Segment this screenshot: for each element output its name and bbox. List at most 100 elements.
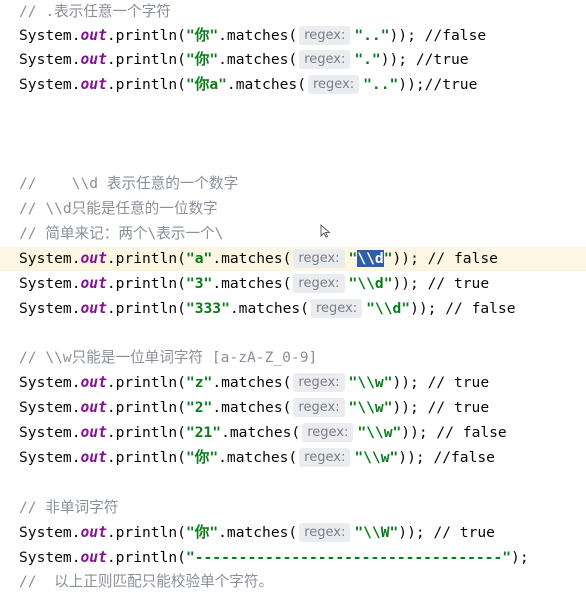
line-tail: )); // true <box>392 374 490 391</box>
code-line[interactable]: System.out.println("21".matches(regex:"\… <box>0 421 586 445</box>
selected-text[interactable]: \\d <box>357 250 384 267</box>
out-token: out <box>80 51 107 68</box>
system-token: System. <box>19 76 81 93</box>
regex-literal: "\\d" <box>348 275 393 292</box>
system-token: System. <box>19 399 81 416</box>
println-token: .println( <box>106 399 186 416</box>
line-tail: )); // false <box>401 424 507 441</box>
comment: // 简单来记：两个\表示一个\ <box>19 225 224 242</box>
line-tail: ); <box>511 549 529 566</box>
string-literal: "a" <box>185 250 213 267</box>
out-token: out <box>80 250 107 267</box>
code-line[interactable]: // 以上正则匹配只能校验单个字符。 <box>0 570 586 594</box>
parameter-hint: regex: <box>293 274 345 293</box>
code-line[interactable]: System.out.println("你".matches(regex:"."… <box>0 48 586 72</box>
code-line[interactable]: // 非单词字符 <box>0 496 586 520</box>
regex-literal: "\\W" <box>354 524 399 541</box>
system-token: System. <box>19 449 81 466</box>
code-line[interactable]: System.out.println("3".matches(regex:"\\… <box>0 272 586 296</box>
regex-literal: "\\w" <box>357 424 402 441</box>
matches-token: .matches( <box>229 300 309 317</box>
matches-token: .matches( <box>226 76 306 93</box>
line-tail: )); //true <box>380 51 469 68</box>
code-line[interactable]: // \\d 表示任意的一个数字 <box>0 172 586 196</box>
out-token: out <box>80 399 107 416</box>
matches-token: .matches( <box>212 374 292 391</box>
system-token: System. <box>19 374 81 391</box>
code-line-current[interactable]: System.out.println("a".matches(regex:"\\… <box>0 247 586 271</box>
string-literal: "z" <box>185 374 213 391</box>
println-token: .println( <box>106 76 186 93</box>
system-token: System. <box>19 250 81 267</box>
out-token: out <box>80 549 107 566</box>
parameter-hint: regex: <box>299 448 351 467</box>
line-tail: )); // true <box>398 524 495 541</box>
code-line[interactable]: // 简单来记：两个\表示一个\ <box>0 222 586 246</box>
mouse-pointer-icon <box>320 224 330 238</box>
code-line[interactable]: // .表示任意一个字符 <box>0 0 586 24</box>
parameter-hint: regex: <box>293 373 345 392</box>
parameter-hint: regex: <box>299 26 351 45</box>
line-tail: )); // true <box>392 399 490 416</box>
code-line[interactable]: // \\d只能是任意的一位数字 <box>0 197 586 221</box>
println-token: .println( <box>106 549 186 566</box>
parameter-hint: regex: <box>293 249 345 268</box>
out-token: out <box>80 275 107 292</box>
regex-literal: ".." <box>354 27 390 44</box>
line-tail: )); //false <box>389 27 487 44</box>
regex-literal: "\\w" <box>348 374 393 391</box>
println-token: .println( <box>106 27 186 44</box>
code-line[interactable]: System.out.println("你a".matches(regex:".… <box>0 73 586 97</box>
system-token: System. <box>19 549 81 566</box>
regex-literal: "\\d" <box>366 300 411 317</box>
string-literal: "21" <box>185 424 222 441</box>
line-tail: ));//true <box>398 76 478 93</box>
code-line[interactable]: System.out.println("你".matches(regex:"\\… <box>0 446 586 470</box>
code-line[interactable]: System.out.println("333".matches(regex:"… <box>0 297 586 321</box>
string-literal: "333" <box>185 300 230 317</box>
matches-token: .matches( <box>221 424 301 441</box>
matches-token: .matches( <box>218 27 298 44</box>
comment: // .表示任意一个字符 <box>19 3 171 20</box>
parameter-hint: regex: <box>310 299 363 318</box>
string-literal: "你a" <box>185 76 227 93</box>
println-token: .println( <box>106 275 186 292</box>
out-token: out <box>80 374 107 391</box>
println-token: .println( <box>106 374 186 391</box>
system-token: System. <box>19 51 81 68</box>
code-line[interactable]: System.out.println("--------------------… <box>0 546 586 570</box>
regex-literal: "." <box>354 51 381 68</box>
out-token: out <box>80 424 107 441</box>
matches-token: .matches( <box>218 449 298 466</box>
parameter-hint: regex: <box>299 50 351 69</box>
string-literal: "你" <box>185 51 219 68</box>
string-literal: "你" <box>185 27 219 44</box>
matches-token: .matches( <box>218 524 298 541</box>
string-literal: "3" <box>185 275 213 292</box>
println-token: .println( <box>106 449 186 466</box>
code-line[interactable]: System.out.println("你".matches(regex:"\\… <box>0 521 586 545</box>
println-token: .println( <box>106 51 186 68</box>
system-token: System. <box>19 300 81 317</box>
code-line[interactable]: System.out.println("2".matches(regex:"\\… <box>0 396 586 420</box>
string-literal: "你" <box>185 449 219 466</box>
println-token: .println( <box>106 250 186 267</box>
matches-token: .matches( <box>218 51 298 68</box>
regex-literal-close-quote: " <box>383 250 393 267</box>
comment: // \\w只能是一位单词字符 [a-zA-Z_0-9] <box>19 349 318 366</box>
code-line[interactable]: System.out.println("你".matches(regex:"..… <box>0 24 586 48</box>
code-line[interactable]: System.out.println("z".matches(regex:"\\… <box>0 371 586 395</box>
regex-literal: "\\w" <box>348 399 393 416</box>
string-literal: "你" <box>185 524 219 541</box>
separator-literal: "-----------------------------------" <box>185 549 512 566</box>
code-line[interactable]: // \\w只能是一位单词字符 [a-zA-Z_0-9] <box>0 346 586 370</box>
system-token: System. <box>19 524 81 541</box>
line-tail: )); //false <box>398 449 495 466</box>
comment: // \\d只能是任意的一位数字 <box>19 200 218 217</box>
regex-literal-open-quote: " <box>348 250 358 267</box>
matches-token: .matches( <box>212 275 292 292</box>
matches-token: .matches( <box>212 399 292 416</box>
comment: // 以上正则匹配只能校验单个字符。 <box>19 573 274 590</box>
regex-literal: ".." <box>363 76 399 93</box>
parameter-hint: regex: <box>307 75 360 94</box>
